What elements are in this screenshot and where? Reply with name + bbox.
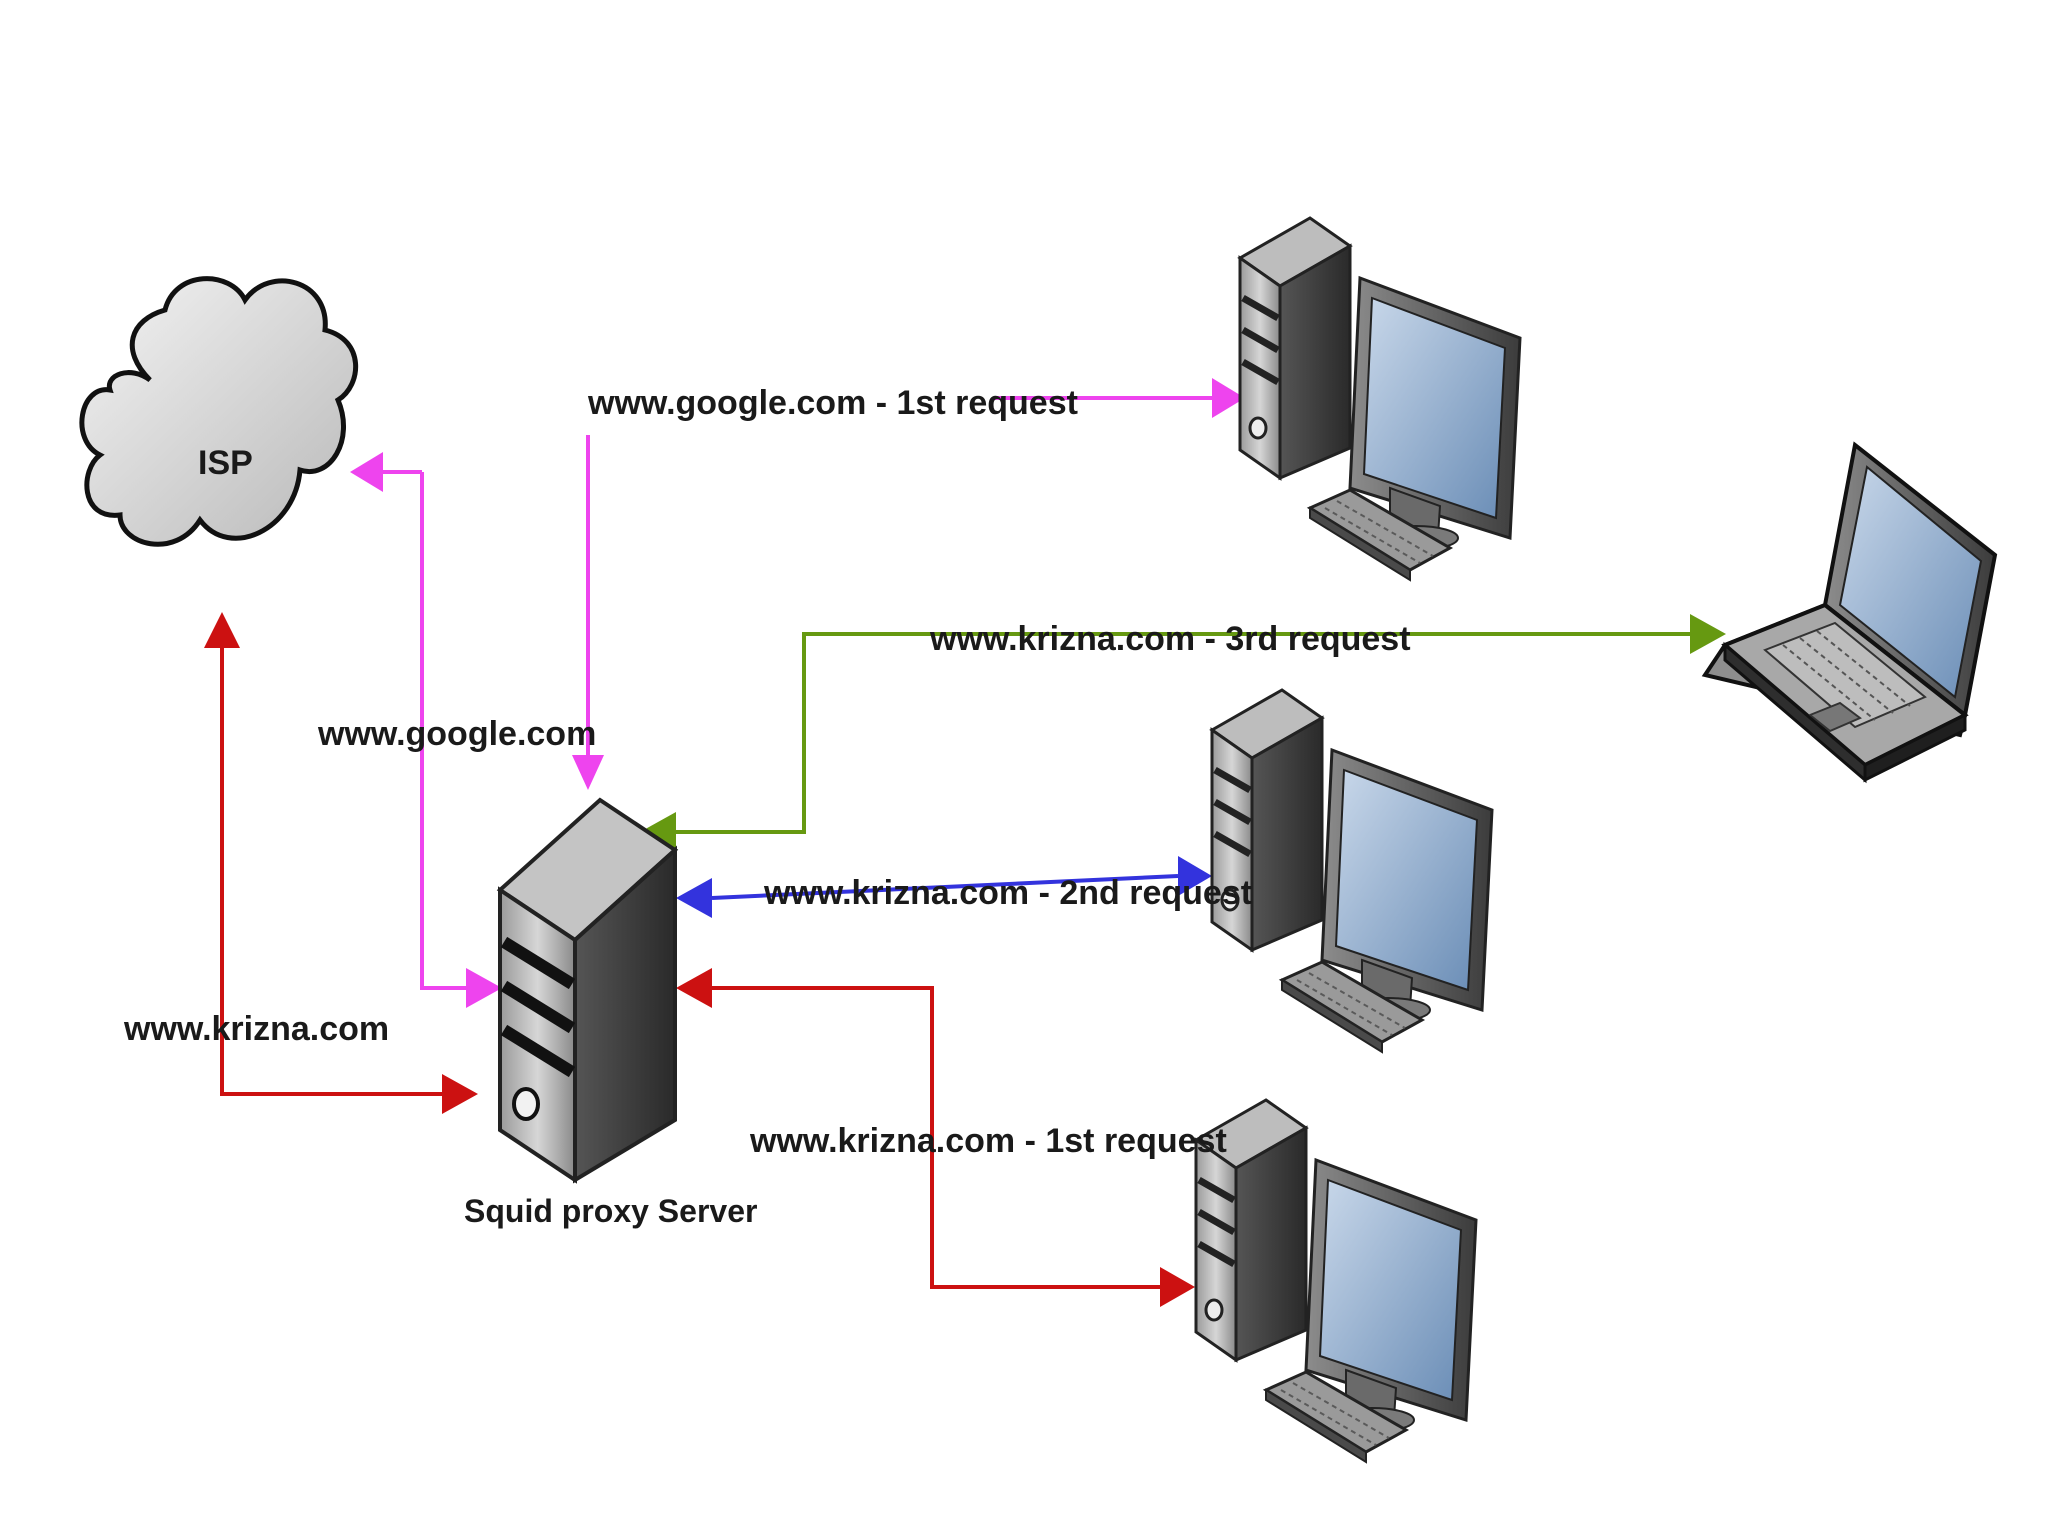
desktop-computer-middle [1212, 690, 1492, 1052]
google-isp-connector [420, 472, 468, 990]
desktop-computer-bottom [1196, 1100, 1476, 1462]
krizna-second-request-label: www.krizna.com - 2nd request [763, 874, 1252, 912]
arrowhead-to-isp-magenta [350, 452, 383, 492]
google-isp-label: www.google.com [317, 715, 596, 753]
proxy-server-icon [496, 797, 679, 1184]
arrowhead-to-proxy-top [572, 755, 604, 790]
arrowhead-to-proxy-red [676, 968, 712, 1008]
google-first-request-label: www.google.com - 1st request [587, 384, 1078, 422]
krizna-third-request-connector [675, 632, 1692, 834]
laptop-computer [1701, 441, 1998, 784]
arrowhead-to-middle-desktop [1178, 856, 1212, 896]
krizna-second-request-connector [711, 874, 1179, 900]
google-first-request-connector [586, 396, 1215, 760]
isp-label: ISP [198, 444, 253, 482]
arrowhead-to-bottom-desktop [1160, 1267, 1195, 1307]
desktop-computer-top [1240, 218, 1520, 580]
arrowhead-to-proxy-green [640, 812, 676, 852]
krizna-first-request-label: www.krizna.com - 1st request [749, 1122, 1227, 1160]
arrowhead-to-isp-red [204, 612, 240, 648]
arrowhead-to-proxy-left-magenta [466, 968, 502, 1008]
arrowhead-to-proxy-left-red [442, 1074, 478, 1114]
krizna-third-request-label: www.krizna.com - 3rd request [929, 620, 1411, 658]
arrowhead-to-top-desktop [1212, 378, 1245, 418]
arrowhead-to-proxy-blue [676, 878, 712, 918]
krizna-isp-connector [220, 645, 445, 1096]
arrowhead-to-laptop [1690, 614, 1726, 654]
krizna-isp-label: www.krizna.com [123, 1010, 389, 1048]
proxy-server-label: Squid proxy Server [464, 1193, 757, 1229]
isp-cloud [79, 276, 359, 547]
krizna-first-request-connector [710, 986, 1162, 1289]
